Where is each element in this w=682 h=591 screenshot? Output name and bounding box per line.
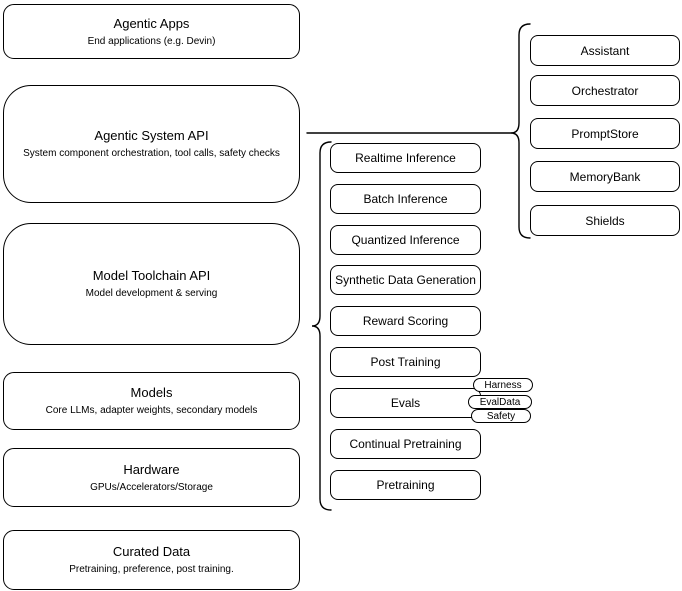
node-post-training: Post Training — [330, 347, 481, 377]
node-orchestrator: Orchestrator — [530, 75, 680, 106]
node-label: Pretraining — [376, 478, 435, 492]
node-label: Evals — [390, 396, 421, 410]
node-subtitle: Core LLMs, adapter weights, secondary mo… — [45, 405, 258, 416]
tag-safety: Safety — [471, 409, 531, 423]
node-label: Shields — [585, 213, 625, 228]
node-label: Batch Inference — [363, 192, 448, 206]
node-label: Assistant — [580, 43, 630, 58]
tag-label: Safety — [486, 410, 516, 422]
node-batch-inference: Batch Inference — [330, 184, 481, 214]
node-promptstore: PromptStore — [530, 118, 680, 149]
node-title: Models — [130, 385, 173, 400]
node-label: Synthetic Data Generation — [335, 273, 476, 287]
node-subtitle: Model development & serving — [85, 288, 218, 299]
node-curated-data: Curated Data Pretraining, preference, po… — [3, 530, 300, 590]
node-label: Reward Scoring — [362, 314, 449, 328]
node-agentic-apps: Agentic Apps End applications (e.g. Devi… — [3, 4, 300, 59]
node-label: MemoryBank — [569, 169, 641, 184]
node-hardware: Hardware GPUs/Accelerators/Storage — [3, 448, 300, 507]
node-label: PromptStore — [571, 126, 639, 141]
node-assistant: Assistant — [530, 35, 680, 66]
node-evals: Evals — [330, 388, 481, 418]
node-synthetic-data-generation: Synthetic Data Generation — [330, 265, 481, 295]
node-title: Model Toolchain API — [92, 268, 211, 283]
node-label: Continual Pretraining — [349, 437, 462, 451]
node-shields: Shields — [530, 205, 680, 236]
node-subtitle: System component orchestration, tool cal… — [23, 148, 280, 159]
node-label: Realtime Inference — [355, 151, 456, 165]
node-reward-scoring: Reward Scoring — [330, 306, 481, 336]
node-label: Quantized Inference — [351, 233, 460, 247]
node-subtitle: GPUs/Accelerators/Storage — [90, 481, 213, 493]
tag-label: EvalData — [479, 396, 521, 408]
node-models: Models Core LLMs, adapter weights, secon… — [3, 372, 300, 430]
tag-label: Harness — [484, 379, 522, 391]
curly-brace-system-components — [510, 23, 531, 239]
node-quantized-inference: Quantized Inference — [330, 225, 481, 255]
curly-brace-toolchain-components — [311, 141, 332, 511]
node-title: Curated Data — [112, 544, 191, 559]
node-title: Hardware — [123, 461, 180, 477]
node-subtitle: Pretraining, preference, post training. — [69, 564, 234, 575]
node-agentic-system-api: Agentic System API System component orch… — [3, 85, 300, 203]
tag-evaldata: EvalData — [468, 395, 532, 409]
node-label: Post Training — [370, 355, 441, 369]
node-model-toolchain-api: Model Toolchain API Model development & … — [3, 223, 300, 345]
node-label: Orchestrator — [571, 83, 639, 98]
node-realtime-inference: Realtime Inference — [330, 143, 481, 173]
node-subtitle: End applications (e.g. Devin) — [87, 35, 216, 47]
node-memorybank: MemoryBank — [530, 161, 680, 192]
node-title: Agentic System API — [94, 128, 209, 143]
node-continual-pretraining: Continual Pretraining — [330, 429, 481, 459]
node-title: Agentic Apps — [113, 15, 190, 31]
tag-harness: Harness — [473, 378, 533, 392]
node-pretraining: Pretraining — [330, 470, 481, 500]
